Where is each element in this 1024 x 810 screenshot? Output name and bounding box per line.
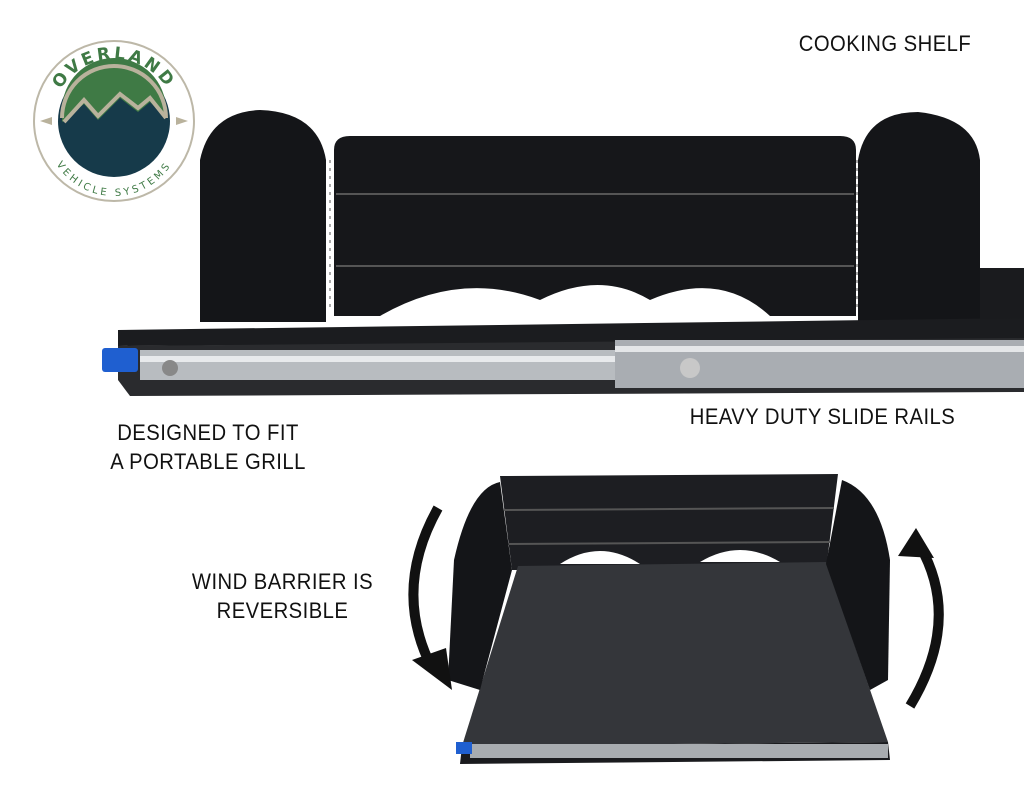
shelf-side-view	[102, 110, 1024, 396]
left-wind-panel-open	[448, 482, 512, 690]
grill-label-line2: A PORTABLE GRILL	[110, 449, 306, 474]
wind-label-line1: WIND BARRIER IS	[191, 569, 374, 594]
grill-label-line1: DESIGNED TO FIT	[117, 420, 299, 445]
rotate-arrow-right	[905, 543, 944, 709]
right-wind-panel	[858, 112, 980, 324]
wind-label-line2: REVERSIBLE	[216, 598, 349, 623]
overland-logo: OVERLAND VEHICLE SYSTEMS	[33, 40, 195, 202]
tray-floor	[462, 562, 888, 746]
shelf-perspective-view	[448, 474, 890, 764]
rails-label: HEAVY DUTY SLIDE RAILS	[689, 404, 956, 429]
blue-latch	[102, 348, 138, 372]
slide-rail-left	[140, 350, 620, 380]
right-wind-panel-open	[826, 480, 890, 690]
title-label: COOKING SHELF	[798, 31, 972, 56]
left-wind-panel	[200, 110, 326, 322]
shelf-tray	[118, 318, 1024, 346]
back-panel	[334, 136, 856, 316]
rotate-arrow-left	[408, 505, 443, 671]
